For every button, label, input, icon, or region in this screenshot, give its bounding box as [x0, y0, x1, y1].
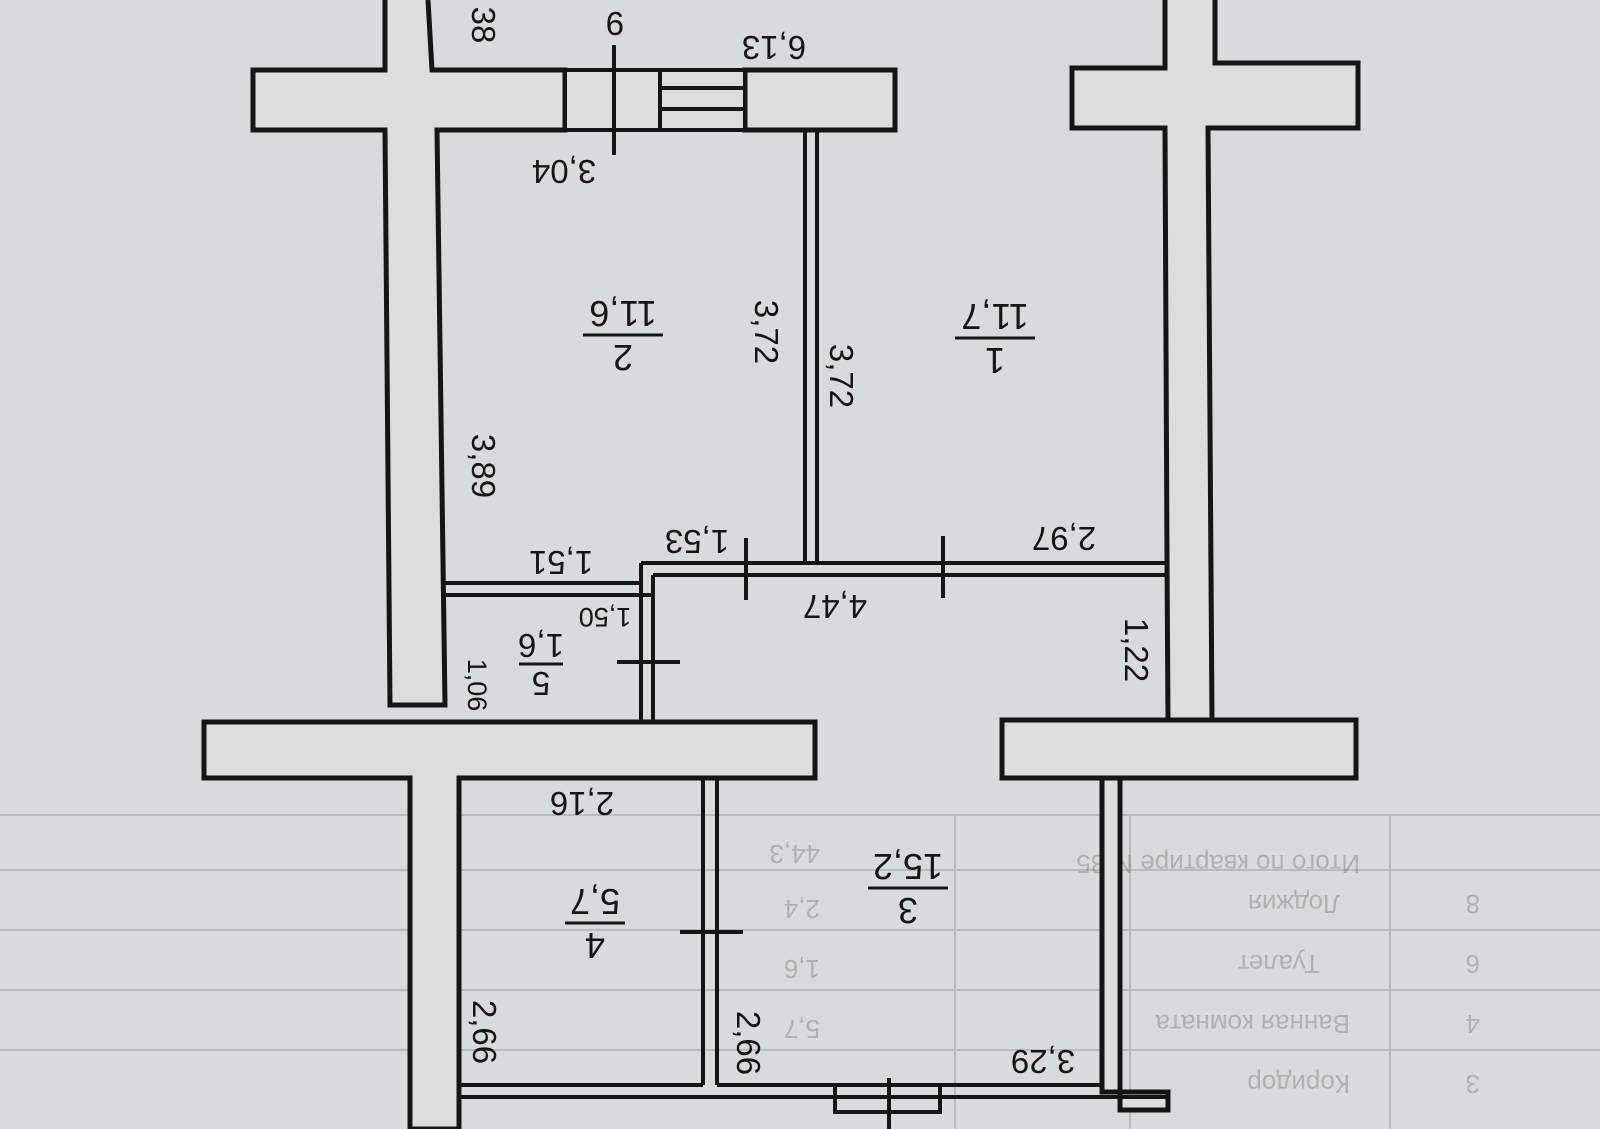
room-4-area: 5,7	[570, 881, 620, 922]
right-thin-wall	[1099, 775, 1171, 1113]
bg-row8-num: 8	[1466, 889, 1480, 919]
right-lower-wall	[999, 717, 1359, 781]
room-1-number: 1	[985, 340, 1005, 381]
dim-room2-bottom-wall: 1,51	[529, 544, 593, 581]
bg-row8-name: Лоджия	[1248, 889, 1340, 919]
dimension-labels: 38 9 6,13 3,04 3,72 3,72 3,89 1,51 1,53 …	[462, 5, 1155, 1080]
room-3-area: 15,2	[873, 846, 943, 887]
room-4-number: 4	[585, 925, 605, 966]
background-table	[0, 814, 1600, 1129]
bg-row3-name: Коридор	[1247, 1069, 1350, 1099]
partitions	[445, 130, 1168, 1099]
dim-room4-left-wall: 2,66	[466, 1000, 503, 1064]
room-3-number: 3	[898, 890, 918, 931]
dim-room1-left-wall: 3,72	[823, 344, 860, 408]
dim-top-left-cut: 38	[465, 7, 502, 44]
bg-row4-name: Ванная комната	[1155, 1009, 1350, 1039]
bg-row4-v1: 5,7	[784, 1014, 820, 1044]
room-5-area: 1,6	[518, 627, 564, 664]
entrance-door-frame	[833, 1083, 942, 1114]
dim-top-window-cut: 9	[606, 5, 624, 42]
dim-room2-door-wall: 1,53	[665, 523, 729, 560]
room-2-label: 2 11,6	[583, 293, 663, 378]
background-table-text: Итого по квартире №35 44,3 Лоджия 8 2,4 …	[769, 839, 1480, 1099]
left-lower-wall	[201, 719, 818, 1129]
dim-room1-bottom-wall: 2,97	[1032, 520, 1096, 557]
top-window	[563, 45, 747, 155]
dim-room2-left-wall: 3,89	[465, 434, 502, 498]
bg-total-v1: 44,3	[769, 839, 820, 869]
bg-row6-v1: 1,6	[784, 954, 820, 984]
room-labels: 1 11,7 2 11,6 3 15,2 4 5,7 5 1,6	[518, 293, 1035, 966]
bg-row3-num: 3	[1466, 1069, 1480, 1099]
left-upper-wall	[250, 0, 568, 708]
room-3-label: 3 15,2	[868, 846, 948, 931]
dim-room4-top-wall: 2,16	[550, 785, 614, 822]
dim-corridor-length: 4,47	[803, 588, 867, 625]
dim-room5-left-wall: 1,06	[462, 659, 492, 712]
walls	[201, 0, 1361, 1129]
dim-top-wall: 6,13	[742, 29, 806, 66]
bg-row8-v1: 2,4	[784, 894, 820, 924]
dim-room3-bottom-wall: 3,29	[1011, 1043, 1075, 1080]
bg-total-label: Итого по квартире №35	[1076, 849, 1360, 879]
dim-room4-right-wall: 2,66	[730, 1011, 767, 1075]
top-wall-right	[742, 67, 898, 133]
dim-room5-top-wall: 1,50	[579, 602, 632, 632]
bg-row6-name: Туалет	[1238, 949, 1320, 979]
right-upper-wall	[1069, 0, 1361, 723]
dim-room2-right-wall: 3,72	[748, 300, 785, 364]
dim-room2-window: 3,04	[532, 153, 596, 190]
bg-row6-num: 6	[1466, 949, 1480, 979]
room-2-area: 11,6	[589, 293, 656, 334]
room-5-number: 5	[532, 665, 550, 702]
dim-corridor-right-wall: 1,22	[1118, 618, 1155, 682]
door-marks	[617, 536, 945, 1129]
room-4-label: 4 5,7	[565, 881, 625, 966]
room-1-area: 11,7	[961, 296, 1028, 337]
room-2-number: 2	[613, 337, 633, 378]
room-5-label: 5 1,6	[518, 627, 564, 702]
room-1-label: 1 11,7	[955, 296, 1035, 381]
bg-row4-num: 4	[1466, 1009, 1480, 1039]
